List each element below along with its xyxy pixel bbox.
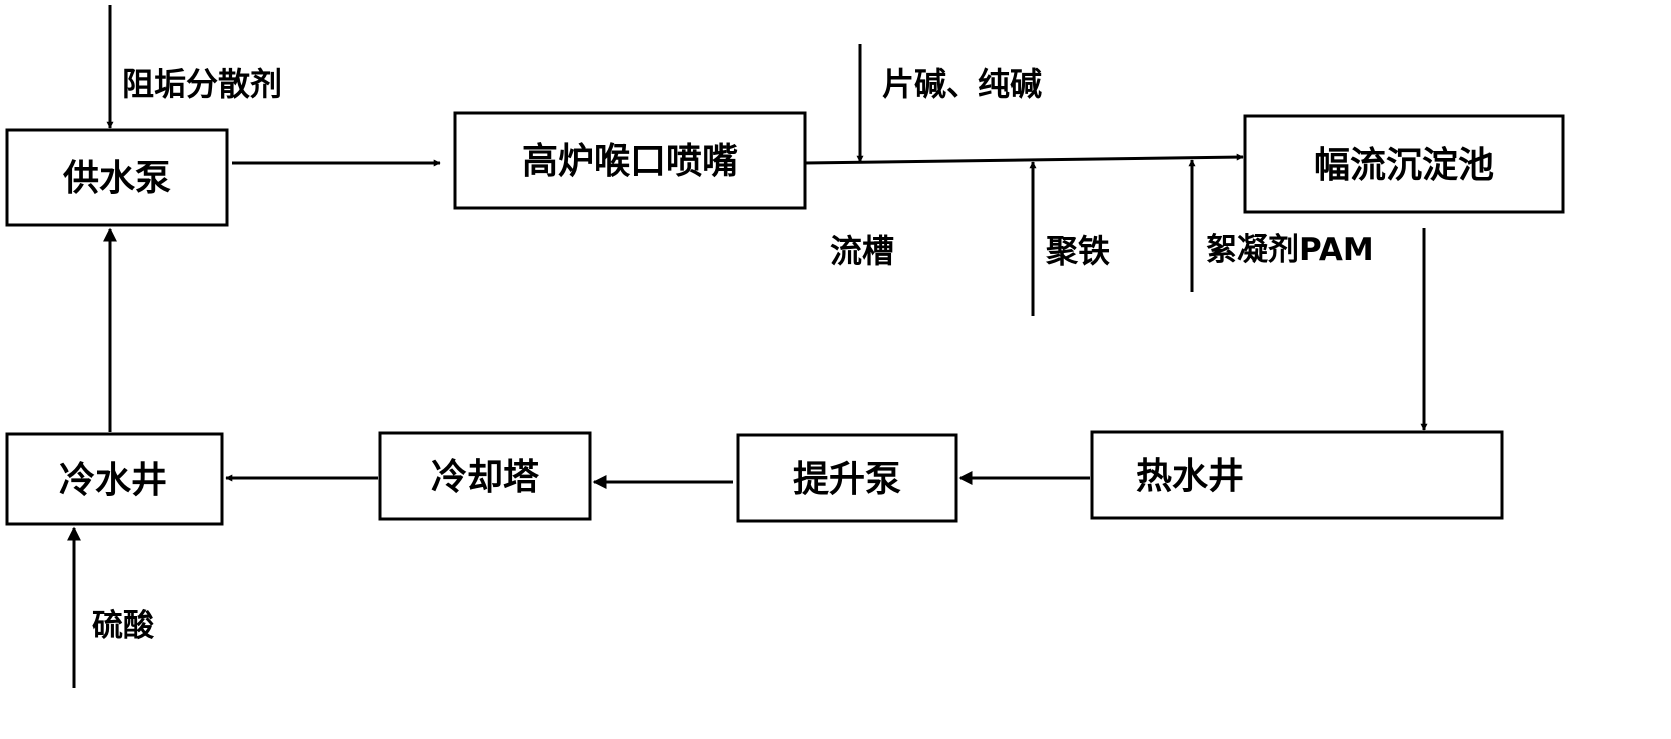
node-lift-pump-label: 提升泵: [793, 459, 901, 500]
node-cold-well-label: 冷水井: [59, 460, 167, 501]
node-hot-well: 热水井: [1090, 430, 1504, 520]
node-cooling-tower-label: 冷却塔: [431, 457, 540, 498]
label-flocculant-pam: 絮凝剂PAM: [1206, 232, 1374, 268]
label-polyferric: 聚铁: [1045, 232, 1110, 270]
node-nozzle: 高炉喉口喷嘴: [453, 111, 807, 210]
label-launder: 流槽: [830, 232, 894, 270]
label-caustic-soda-ash: 片碱、纯碱: [882, 65, 1042, 103]
node-lift-pump: 提升泵: [736, 433, 958, 523]
label-scale-dispersant: 阻垢分散剂: [122, 65, 282, 103]
node-supply-pump-label: 供水泵: [63, 158, 171, 199]
node-radial-settling-tank-label: 幅流沉淀池: [1314, 145, 1494, 186]
node-nozzle-label: 高炉喉口喷嘴: [522, 141, 738, 182]
label-sulfuric-acid: 硫酸: [92, 608, 155, 644]
node-hot-well-label: 热水井: [1136, 456, 1244, 497]
line-launder-main: [804, 153, 1244, 165]
node-radial-settling-tank: 幅流沉淀池: [1243, 114, 1565, 214]
node-cold-well: 冷水井: [5, 432, 224, 526]
node-cooling-tower: 冷却塔: [378, 431, 592, 521]
node-supply-pump: 供水泵: [5, 128, 229, 227]
